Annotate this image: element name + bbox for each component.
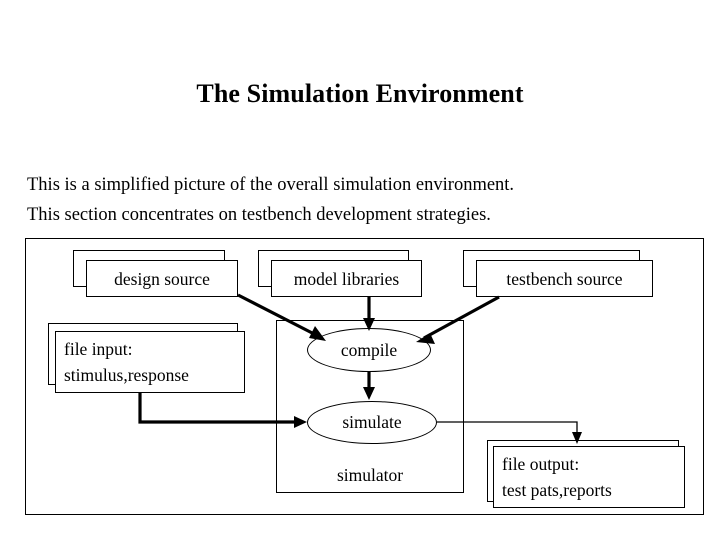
model-libraries-label: model libraries [293, 268, 400, 289]
intro-line-2: This section concentrates on testbench d… [27, 205, 491, 225]
compile-label: compile [340, 339, 398, 360]
testbench-source-label: testbench source [506, 268, 623, 289]
page-title: The Simulation Environment [196, 79, 524, 108]
simulate-label: simulate [342, 412, 402, 432]
simulate-ellipse: simulate [307, 401, 437, 444]
intro-line-1: This is a simplified picture of the over… [27, 175, 515, 195]
intro-paragraph: This is a simplified picture of the over… [27, 170, 697, 230]
file-input-box: file input: stimulus,response [55, 331, 245, 393]
compile-ellipse: compile [307, 328, 431, 372]
file-input-line-2: stimulus,response [64, 365, 189, 385]
file-output-line-2: test pats,reports [502, 480, 612, 500]
design-source-label: design source [114, 268, 210, 289]
testbench-source-box: testbench source [476, 260, 653, 297]
file-output-box: file output: test pats,reports [493, 446, 685, 508]
simulation-environment-diagram: simulator design source model libraries … [25, 238, 704, 515]
simulator-label: simulator [336, 465, 404, 485]
file-output-line-1: file output: [502, 454, 580, 474]
design-source-box: design source [86, 260, 238, 297]
file-input-line-1: file input: [64, 339, 133, 359]
model-libraries-box: model libraries [271, 260, 422, 297]
